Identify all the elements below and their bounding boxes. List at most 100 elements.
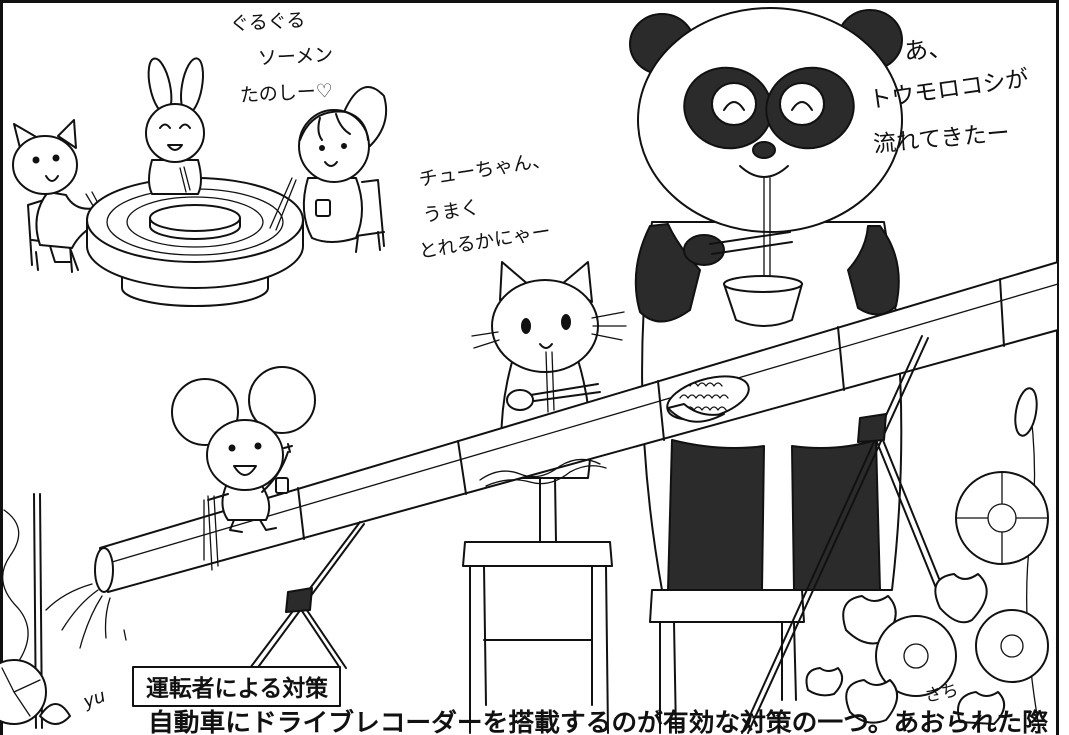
dog-mouth [45,175,59,182]
leaf [842,595,897,645]
dog-ear-right [57,119,77,149]
leaf [934,573,988,624]
speech-line: ソーメン [257,44,333,70]
leaf [39,703,71,725]
artist-signature: yu [80,685,109,713]
leaf [805,667,844,697]
mouse-noodles [203,495,219,571]
chute-open-end [94,547,114,593]
mouse-head [206,419,284,491]
panda-hand [683,234,725,266]
cat-mouth [539,343,553,349]
caption-body: 自動車にドライブレコーダーを搭載するのが有効な対策の一つ。あおられた際 [148,708,1048,735]
stool-seat [649,589,805,623]
rabbit-head [145,103,205,163]
speech-line: うまく [421,196,481,227]
mouse-cup [275,477,289,494]
cat-noodles [545,351,555,413]
flower-bud [1014,387,1038,437]
stool-legs [469,565,609,734]
panda-nose [752,141,776,159]
speech-line: とれるかにゃー [417,220,552,263]
stool-legs [659,621,797,734]
panda-noodles [763,177,771,286]
girl-eye [341,143,347,149]
panda-eye-white [779,82,825,126]
mouse-ear [248,366,316,434]
chute-inner-edge [111,283,1059,563]
rabbit-chopsticks [179,166,191,193]
girl-hair [299,110,369,141]
panda-eye-white [711,82,757,126]
cat-head [491,279,599,373]
chute-nodes [297,278,1005,540]
panda-leg-left [667,439,765,591]
speech-line: あ、 [903,33,954,66]
panda-character [629,7,903,591]
speech-line: たのしー♡ [239,80,333,107]
girl-eye [319,145,325,151]
dog-eye [32,156,40,164]
rabbit-mouth [167,144,183,151]
girl-head [298,109,370,183]
morning-glory-flower [875,615,957,697]
cat-whiskers [471,311,627,349]
right-bamboo-tripod [741,335,943,734]
corn-cob [666,375,750,423]
vine-stem [1026,391,1041,734]
rabbit-character [145,57,205,195]
panda-arm-right [847,225,900,316]
girl-character [269,86,388,253]
flower-center [1000,634,1024,658]
cat-speech: チューちゃん、 うまく とれるかにゃー [417,148,552,263]
cat-stool [462,541,613,734]
center-plate [149,204,241,232]
stool-seat [462,541,613,567]
girl-cup [315,199,331,217]
tripod-knot [285,587,313,613]
girl-mouth [324,161,338,167]
cat-head-group [471,261,627,413]
water-stream [45,583,127,649]
morning-glory-flowers [805,387,1049,734]
cat-paw [506,389,534,411]
rotating-somen-table [86,177,304,307]
dog-eye [52,154,60,162]
mouse-mouth [233,465,257,476]
mouse-legs [229,519,277,533]
mouse-body [221,485,271,521]
cat-legs [539,477,557,543]
tripod-knot [857,413,887,443]
bamboo-chute [94,261,1059,593]
cat-eye [561,314,571,330]
tripod-sticks [741,335,943,734]
panda-bowl-rim [723,275,803,293]
water-swirl [126,196,264,248]
dog-head [12,135,78,195]
panda-leg-right [791,439,881,591]
morning-glory-flower [0,659,47,725]
panda-chopsticks [709,231,793,255]
speech-line: チューちゃん、 [417,148,552,191]
table-speech: ぐるぐる ソーメン たのしー♡ [230,9,334,107]
panda-arm-left [634,223,701,323]
left-bamboo-tripod [249,521,365,671]
panda-bowl [723,283,803,327]
vine [2,509,29,669]
flower-veins [1,667,41,717]
speech-line: トウモロコシが [867,66,1030,114]
caption-heading: 運転者による対策 [146,675,329,702]
leaf [845,679,898,724]
caption: 運転者による対策 自動車にドライブレコーダーを搭載するのが有効な対策の一つ。あお… [132,666,1048,735]
cat-eye [521,318,531,334]
speech-line: ぐるぐる [230,9,306,35]
rabbit-eyes [159,123,191,129]
water-spill [45,583,127,649]
girl-hair-bun [343,86,388,147]
caption-heading-box [132,666,341,707]
panda-stool [649,589,805,734]
mouse-arm [207,493,229,501]
left-vine-poles [0,493,71,729]
